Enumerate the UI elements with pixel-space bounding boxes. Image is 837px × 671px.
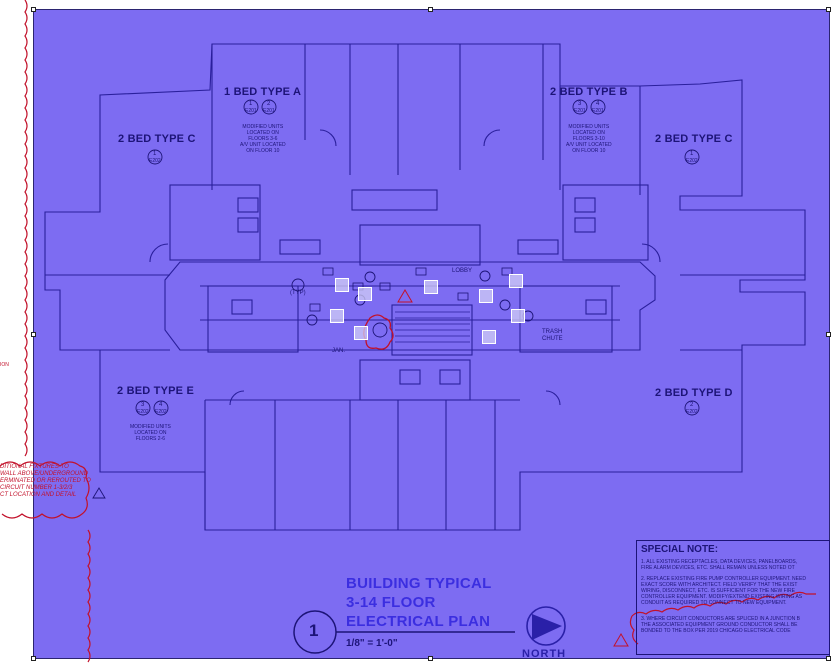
trash-label: TRASH xyxy=(542,329,563,335)
callout-tag: 1 xyxy=(249,101,253,107)
callout-ref: E202 xyxy=(155,409,167,415)
unit-label-2bed-type-b: 2 BED TYPE B xyxy=(550,86,628,98)
device-marker[interactable] xyxy=(330,309,344,323)
drawing-title-line-1: BUILDING TYPICAL xyxy=(346,575,492,592)
unit-label-2bed-type-e: 2 BED TYPE E xyxy=(117,385,194,397)
resize-handle-bottom-center[interactable] xyxy=(428,656,433,661)
device-marker[interactable] xyxy=(335,278,349,292)
unit-label-2bed-type-d: 2 BED TYPE D xyxy=(655,387,733,399)
device-marker[interactable] xyxy=(354,326,368,340)
special-note-line: 3. WHERE CIRCUIT CONDUCTORS ARE SPLICED … xyxy=(641,616,801,622)
resize-handle-middle-left[interactable] xyxy=(31,332,36,337)
callout-tag: 4 xyxy=(159,402,163,408)
resize-handle-bottom-left[interactable] xyxy=(31,656,36,661)
drawing-scale: 1/8" = 1'-0" xyxy=(346,638,398,649)
special-note-line: 2. REPLACE EXISTING FIRE PUMP CONTROLLER… xyxy=(641,576,806,582)
special-note-line: EXACT SCORE WITH ARCHITECT. FIELD VERIFY… xyxy=(641,582,798,588)
janitor-label: JAN. xyxy=(332,348,346,354)
drawing-number: 1 xyxy=(309,621,319,640)
device-marker[interactable] xyxy=(509,274,523,288)
device-marker[interactable] xyxy=(479,289,493,303)
special-note-line: BONDED TO THE BOX PER 2019 CHICAGO ELECT… xyxy=(641,628,791,634)
special-note-line: CONTROLLER EQUIPMENT. MODIFY/EXTEND EXIS… xyxy=(641,594,803,600)
redline-revision-note: DITIONAL FIXTURES TO WALL ABOVE/UNDERGRO… xyxy=(0,464,91,498)
callout-ref: E202 xyxy=(686,409,698,415)
resize-handle-top-center[interactable] xyxy=(428,7,433,12)
unit-label-2bed-type-c-left: 2 BED TYPE C xyxy=(118,133,196,145)
special-note-box: SPECIAL NOTE: 1. ALL EXISTING RECEPTACLE… xyxy=(636,540,830,655)
special-note-line: THE ASSOCIATED EQUIPMENT GROUND CONDUCTO… xyxy=(641,622,798,628)
device-marker[interactable] xyxy=(358,287,372,301)
special-note-line: 1. ALL EXISTING RECEPTACLES, DATA DEVICE… xyxy=(641,559,798,565)
device-marker[interactable] xyxy=(424,280,438,294)
device-marker[interactable] xyxy=(511,309,525,323)
callout-tag: 1 xyxy=(153,151,157,157)
resize-handle-top-right[interactable] xyxy=(826,7,831,12)
device-marker[interactable] xyxy=(482,330,496,344)
chute-label: CHUTE xyxy=(542,336,563,342)
drawing-title-line-2: 3-14 FLOOR xyxy=(346,594,436,611)
special-note-line: FIRE ALARM DEVICES, ETC. SHALL REMAIN UN… xyxy=(641,565,795,571)
selected-drawing-region[interactable] xyxy=(33,9,830,659)
unit-label-1bed-type-a: 1 BED TYPE A xyxy=(224,86,302,98)
callout-tag: 2 xyxy=(267,101,271,107)
special-note-title: SPECIAL NOTE: xyxy=(641,544,719,555)
callout-tag: 3 xyxy=(141,402,145,408)
resize-handle-bottom-right[interactable] xyxy=(826,656,831,661)
callout-ref: E201 xyxy=(263,108,275,114)
callout-ref: E201 xyxy=(574,108,586,114)
callout-ref: E202 xyxy=(686,158,698,164)
special-note-line: CONDUIT AS REQUIRED TO CONNECT TO NEW EQ… xyxy=(641,600,787,606)
north-arrow-label: NORTH xyxy=(522,648,567,660)
callout-ref: E202 xyxy=(149,158,161,164)
typ-label: (TYP) xyxy=(290,290,306,296)
unit-label-2bed-type-c-right: 2 BED TYPE C xyxy=(655,133,733,145)
callout-tag: 1 xyxy=(690,151,694,157)
left-edge-text: ION xyxy=(0,362,9,368)
resize-handle-middle-right[interactable] xyxy=(826,332,831,337)
special-note-line: WIRING, DISCONNECT, ETC. IS SUFFICIENT F… xyxy=(641,588,795,594)
resize-handle-top-left[interactable] xyxy=(31,7,36,12)
lobby-label: LOBBY xyxy=(452,268,473,274)
callout-tag: 4 xyxy=(596,101,600,107)
drawing-title-line-3: ELECTRICAL PLAN xyxy=(346,613,491,630)
callout-tag: 2 xyxy=(690,402,694,408)
callout-ref: E201 xyxy=(592,108,604,114)
callout-tag: 3 xyxy=(578,101,582,107)
callout-ref: E202 xyxy=(137,409,149,415)
callout-ref: E201 xyxy=(245,108,257,114)
